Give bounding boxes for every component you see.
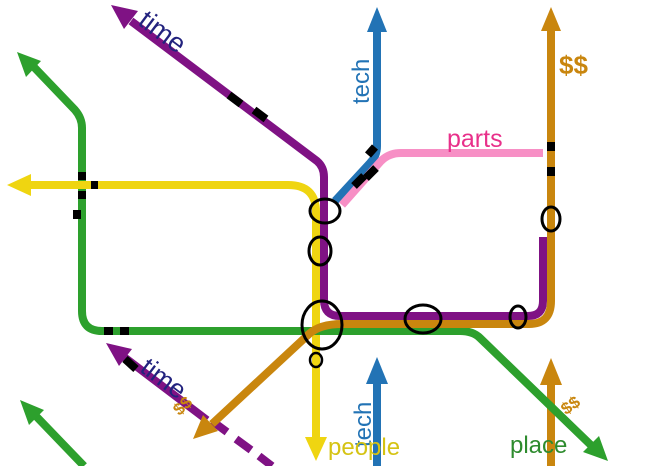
money-arrowhead-top (541, 7, 561, 31)
tech-arrowhead-top (367, 7, 387, 32)
place-arrowhead-nw (17, 52, 41, 77)
station-ticks (73, 91, 555, 372)
money-line-main (209, 18, 555, 427)
place-line-east (300, 327, 599, 453)
time-arrowhead-bottom (106, 343, 132, 366)
place-arrowhead-bottom-left (20, 400, 44, 425)
people-line (30, 181, 320, 440)
station-oval-money-line (540, 205, 562, 233)
tech-label-top: tech (348, 58, 375, 104)
station-ring-people-line (308, 351, 324, 369)
money-arrowhead-bottom (540, 358, 562, 385)
time-line-bottom-solid (121, 353, 210, 424)
place-arrow-bottom-left (30, 410, 87, 466)
time-line-main (128, 17, 547, 320)
place-label: place (510, 432, 568, 459)
time-arrowhead-top (111, 5, 138, 29)
people-arrowhead-south (305, 437, 327, 461)
station-oval-mid-upper (308, 197, 342, 225)
money-arrowhead-sw (193, 415, 218, 439)
people-label: people (328, 434, 401, 461)
time-line-bottom-dashes (209, 417, 275, 466)
station-oval-mid-lower (307, 235, 333, 267)
place-line-west (28, 61, 310, 335)
parts-label: parts (447, 125, 503, 153)
station-oval-horizontal-small (508, 304, 528, 330)
parts-line (339, 149, 543, 208)
people-arrowhead-west (7, 174, 31, 196)
tech-arrowhead-bottom (366, 357, 388, 384)
station-oval-horizontal-big (403, 303, 443, 335)
tech-line-top (332, 21, 381, 204)
money-label-top: $$ (559, 50, 588, 80)
place-arrowhead-se (583, 436, 608, 461)
station-oval-hub (300, 299, 344, 351)
